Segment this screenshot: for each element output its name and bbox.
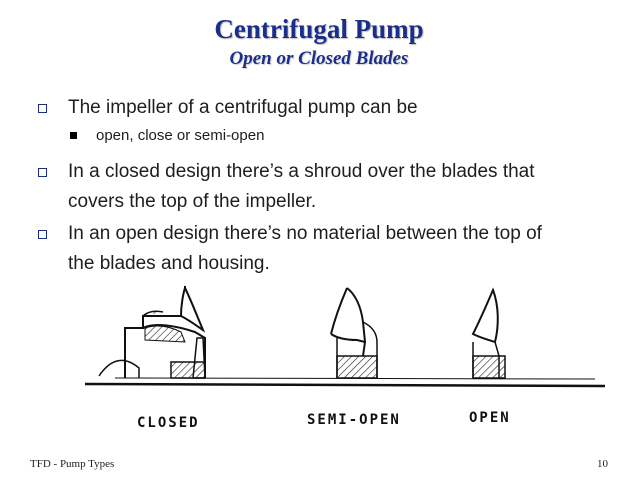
page-number: 10 <box>597 458 608 470</box>
sub-bullet-text: open, close or semi-open <box>96 127 265 144</box>
bullet-text-line: the blades and housing. <box>68 253 270 274</box>
bullet-text-line: In a closed design there’s a shroud over… <box>68 161 535 182</box>
square-bullet-icon <box>38 104 47 113</box>
closed-label: CLOSED <box>137 415 200 431</box>
semi-open-label: SEMI-OPEN <box>307 412 401 428</box>
bullet-text-line: The impeller of a centrifugal pump can b… <box>68 97 418 118</box>
open-label: OPEN <box>469 410 511 426</box>
slide-subtitle: Open or Closed Blades <box>229 48 409 69</box>
closed-impeller <box>98 285 206 379</box>
impeller-types-figure: CLOSED SEMI-OPEN OPEN <box>84 276 615 444</box>
bullet-text-line: In an open design there’s no material be… <box>68 223 542 244</box>
bullet-text-line: covers the top of the impeller. <box>68 191 317 212</box>
open-impeller <box>471 287 506 379</box>
footer-course-label: TFD - Pump Types <box>30 458 115 470</box>
semi-open-impeller <box>330 287 378 379</box>
slide-title: Centrifugal Pump <box>214 14 424 44</box>
square-bullet-icon <box>38 168 47 177</box>
impeller-drawing <box>84 285 606 388</box>
square-bullet-icon <box>38 230 47 239</box>
filled-square-bullet-icon <box>70 132 77 139</box>
